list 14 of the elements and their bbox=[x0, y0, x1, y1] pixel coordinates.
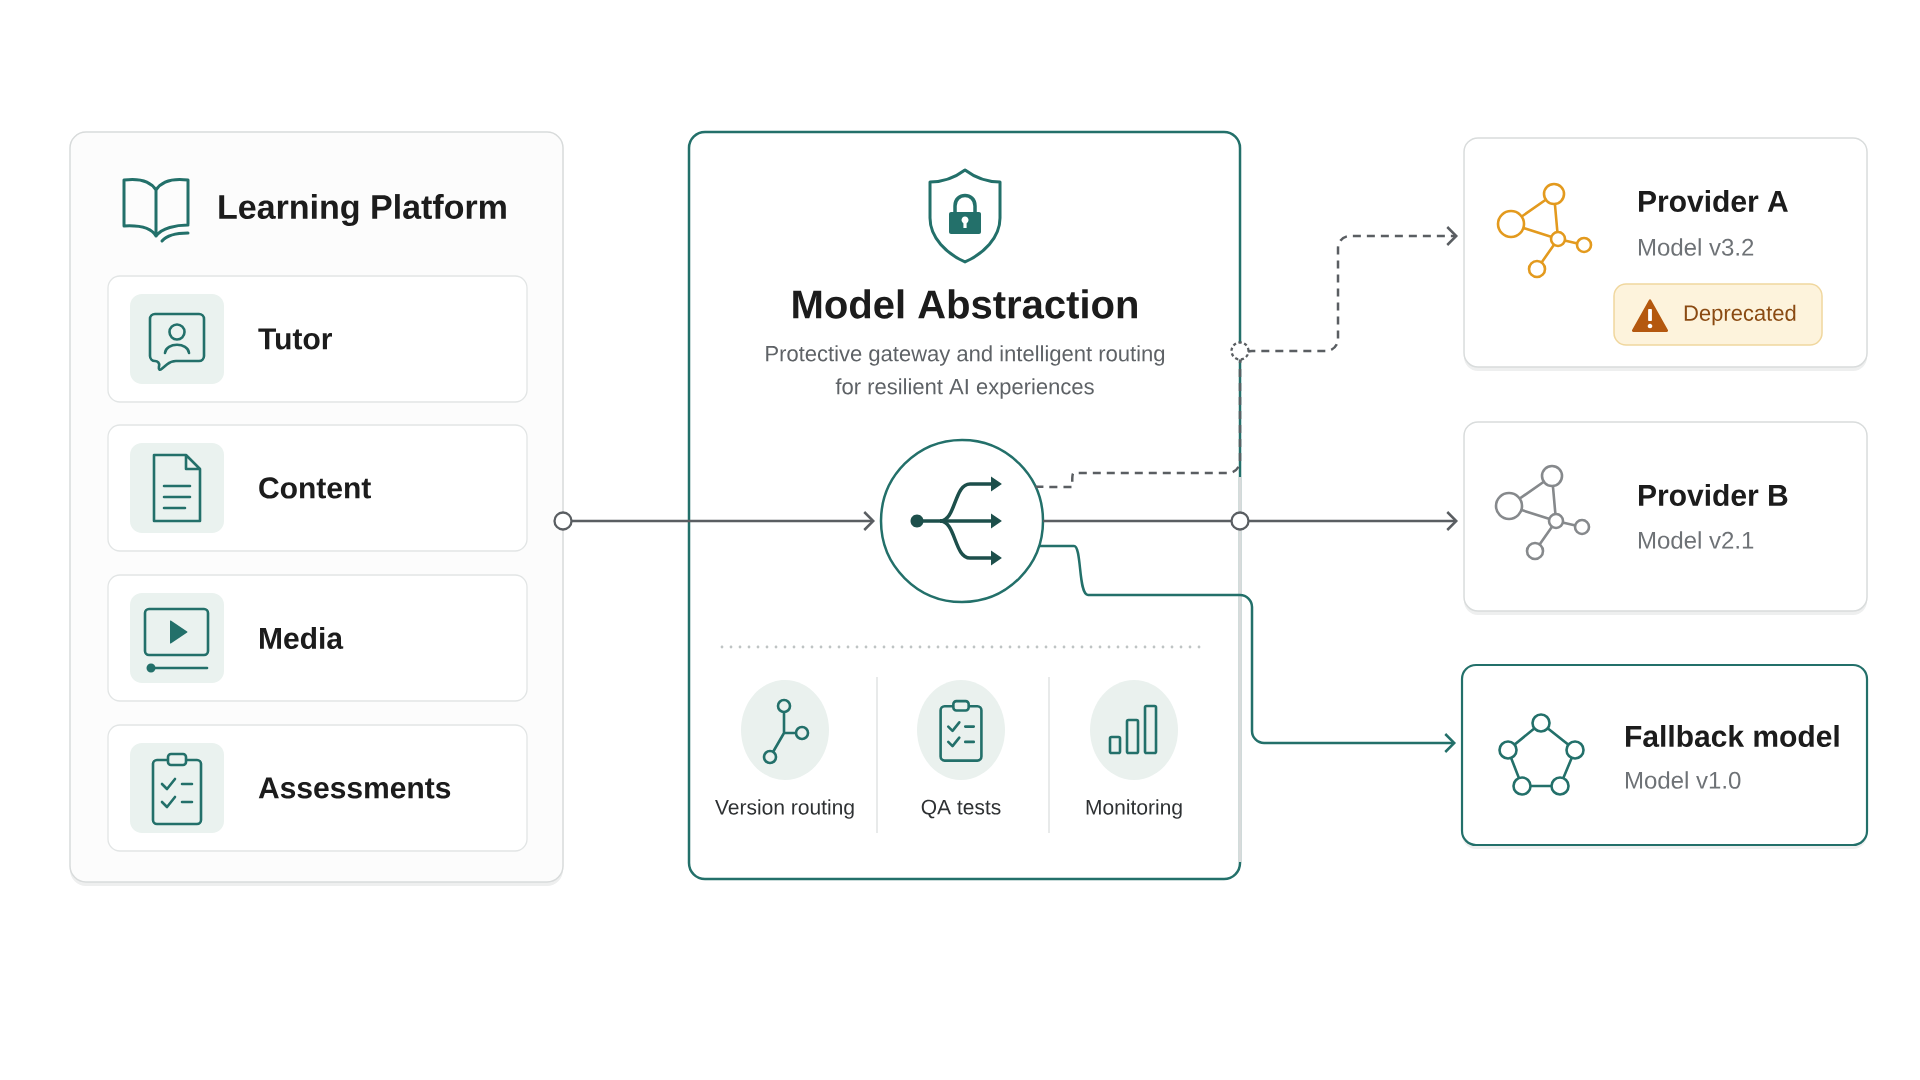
panel-subtitle: Protective gateway and intelligent routing for resilient AI experiences bbox=[766, 345, 1165, 399]
feature-label: QA tests bbox=[921, 799, 1001, 819]
arrow bbox=[1043, 511, 1458, 531]
panel-title: Model Abstraction bbox=[793, 289, 1137, 319]
item-label: Tutor bbox=[258, 328, 332, 350]
item-label: Assessments bbox=[258, 777, 451, 799]
item-label: Media bbox=[260, 627, 344, 649]
arrow bbox=[1039, 544, 1456, 753]
arrow bbox=[571, 511, 875, 531]
panel-title: Learning Platform bbox=[219, 194, 506, 226]
dashed-arrow bbox=[1035, 226, 1458, 489]
item-label: Content bbox=[259, 477, 371, 499]
feature-label: Monitoring bbox=[1086, 799, 1182, 819]
feature-label: Version routing bbox=[715, 799, 854, 819]
